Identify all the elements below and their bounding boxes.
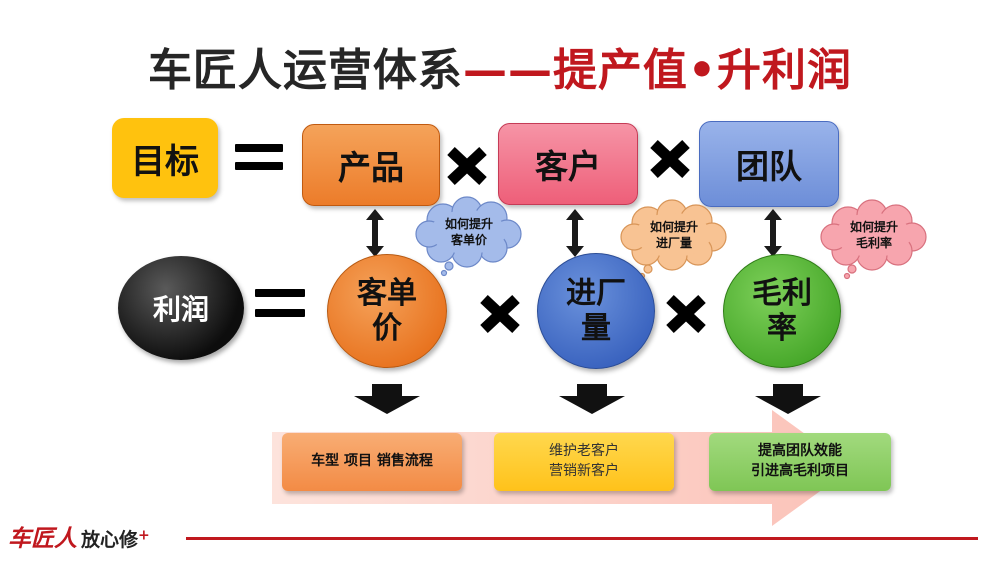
thought-cloud-icon [415,196,522,277]
goal-label: 目标 [131,141,199,182]
strategy-ticket-line1: 车型 项目 销售流程 [311,453,433,470]
strategy-box-margin: 提高团队效能引进高毛利项目 [709,433,891,491]
ticket-line1: 客单 [357,275,417,311]
equals-sign-row1 [235,144,283,170]
thought-cloud-icon [620,199,727,280]
equals-sign-row2 [255,289,305,317]
brand-logo: 车匠人放心修+ [8,519,150,553]
down-arrow-icon [755,384,821,414]
margin-line1: 毛利 [752,275,812,311]
thought-cloud-icon [820,199,927,280]
strategy-box-ticket: 车型 项目 销售流程 [282,433,462,491]
multiply-icon [447,146,487,186]
page-title: 车匠人运营体系——提产值•升利润 [0,34,1000,98]
margin-line2: 率 [767,311,797,346]
cloud-text-margin: 如何提升毛利率 [849,219,898,250]
title-part2: 提产值•升利润 [552,45,853,96]
strategy-visits-line1: 维护老客户 [549,443,619,460]
down-arrow-icon [559,384,625,414]
multiply-icon [480,294,520,334]
customer-box: 客户 [498,123,638,205]
double-arrow-icon [366,209,384,257]
cloud-text-visits: 如何提升进厂量 [649,219,698,250]
product-label: 产品 [338,148,404,187]
multiply-icon [666,294,706,334]
strategy-box-visits: 维护老客户营销新客户 [494,433,674,491]
brand-slogan: 放心修 [81,529,139,551]
strategy-visits-line2: 营销新客户 [549,463,619,479]
footer-line [186,537,978,540]
ticket-circle: 客单价 [327,254,447,368]
strategy-margin-line2: 引进高毛利项目 [751,463,849,479]
profit-label-circle: 利润 [118,256,244,360]
goal-label-box: 目标 [112,118,218,198]
brand-plus: + [138,527,150,544]
visits-line2: 量 [581,311,611,346]
product-box: 产品 [302,124,440,206]
cloud-text-ticket: 如何提升客单价 [444,216,493,247]
visits-circle: 进厂量 [537,253,655,369]
double-arrow-icon [764,209,782,257]
customer-label: 客户 [535,147,601,186]
double-arrow-icon [566,209,584,257]
profit-label: 利润 [152,293,209,326]
margin-circle: 毛利率 [723,254,841,368]
title-dash: —— [462,45,553,96]
team-label: 团队 [736,147,802,186]
down-arrow-icon [354,384,420,414]
strategy-margin-line1: 提高团队效能 [758,443,842,460]
title-part1: 车匠人运营体系 [147,45,463,96]
brand-name: 车匠人 [8,526,77,552]
ticket-line2: 价 [372,311,402,346]
multiply-icon [650,139,690,179]
team-box: 团队 [699,121,839,207]
visits-line1: 进厂 [566,275,626,311]
